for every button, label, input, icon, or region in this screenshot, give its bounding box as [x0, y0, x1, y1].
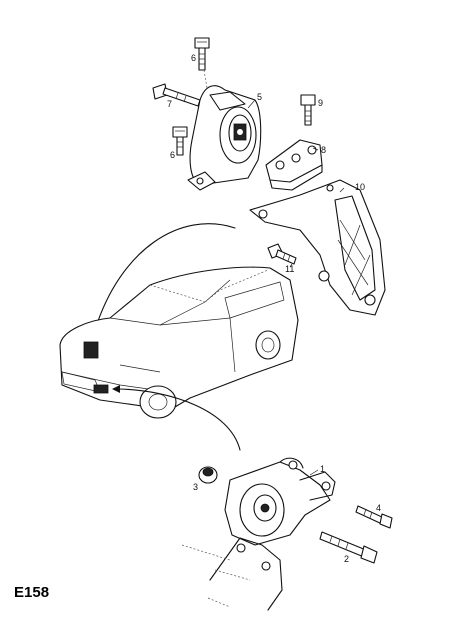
mounting-plate-8	[265, 139, 323, 191]
callout-4: 4	[376, 503, 381, 513]
callout-3: 3	[193, 482, 198, 492]
upper-engine-mount	[187, 85, 262, 191]
callout-6-lower: 6	[170, 150, 175, 160]
bracket-10	[249, 179, 386, 316]
bolt-2	[319, 531, 378, 564]
callout-7: 7	[167, 99, 172, 109]
lower-bracket	[181, 537, 283, 611]
diagram-code: E158	[14, 584, 49, 601]
callout-8: 8	[321, 145, 326, 155]
bolt-6-lower	[172, 126, 188, 156]
callout-9: 9	[318, 98, 323, 108]
bolt-4	[355, 505, 393, 529]
bolt-6-upper	[194, 37, 210, 71]
callout-6-upper: 6	[191, 53, 196, 63]
callout-10: 10	[355, 182, 365, 192]
callout-11: 11	[285, 264, 294, 274]
lower-engine-mount	[224, 457, 336, 546]
callout-5: 5	[257, 92, 262, 102]
bolt-9	[300, 94, 316, 126]
car-illustration	[59, 266, 299, 419]
bolt-7	[152, 83, 201, 107]
callout-2: 2	[344, 554, 349, 564]
nut-3	[198, 466, 218, 484]
bolt-11	[267, 243, 297, 265]
callout-1: 1	[320, 464, 325, 474]
